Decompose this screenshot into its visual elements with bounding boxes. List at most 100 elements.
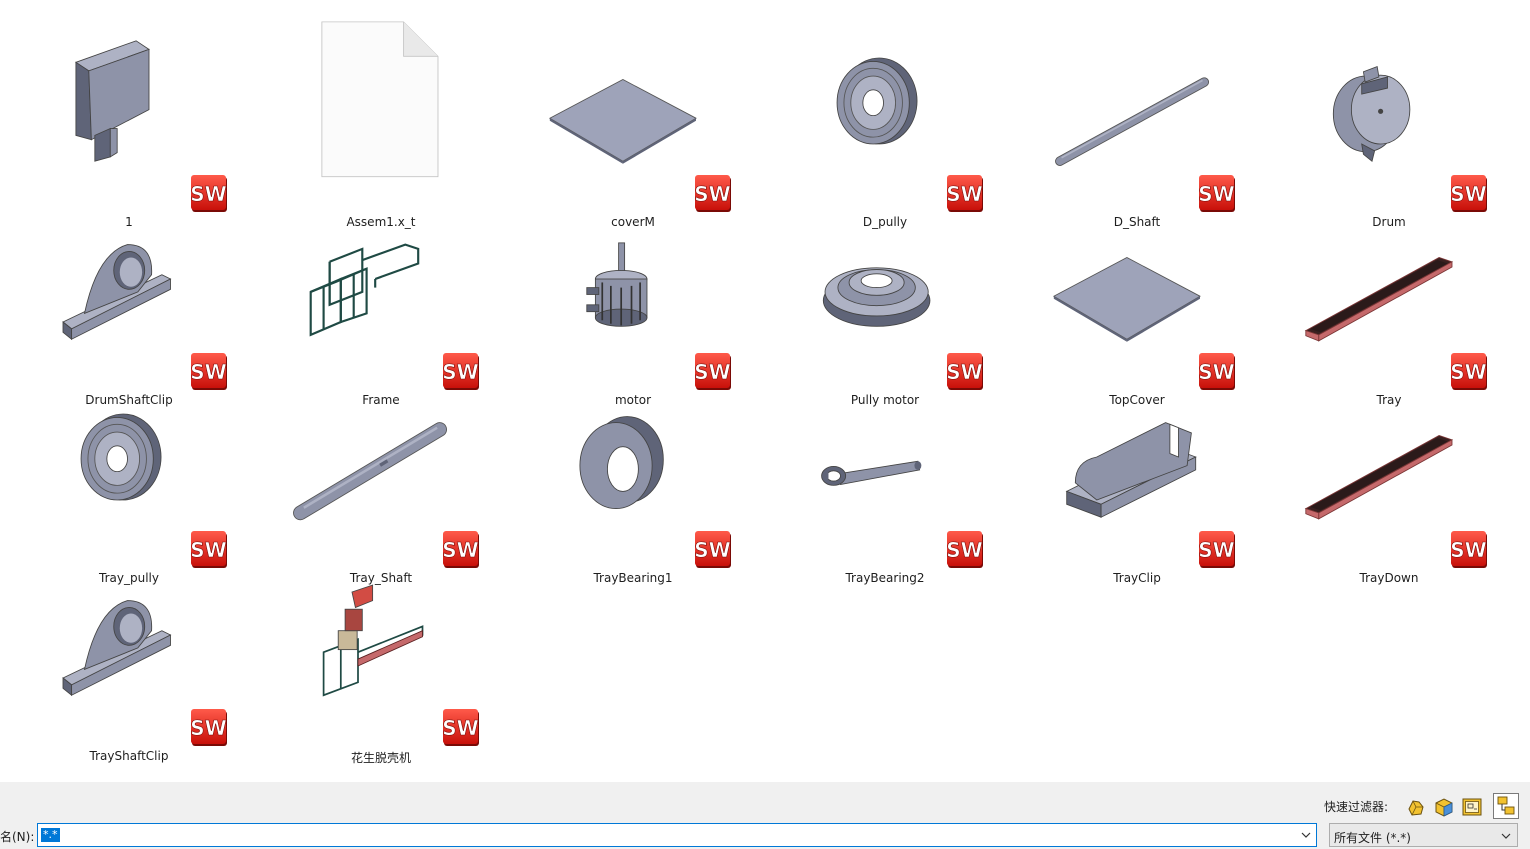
file-thumbnail[interactable] <box>1300 371 1475 543</box>
solidworks-badge: SW <box>947 353 985 391</box>
solidworks-sw-icon: SW <box>191 175 227 212</box>
svg-text:SW: SW <box>191 538 227 562</box>
file-tile[interactable]: SW TrayDown <box>1260 366 1512 585</box>
file-thumbnail[interactable] <box>1048 371 1223 543</box>
file-tile[interactable]: SW Tray_pully <box>0 366 252 585</box>
file-name-label[interactable]: coverM <box>611 215 655 229</box>
bearing-ring-icon <box>579 416 664 510</box>
file-name-label[interactable]: Pully motor <box>850 393 920 407</box>
file-tile[interactable]: SW TrayBearing2 <box>756 366 1008 585</box>
file-thumbnail[interactable] <box>40 549 215 721</box>
file-thumbnail[interactable] <box>292 193 467 365</box>
file-name-label[interactable]: TrayClip <box>1113 571 1161 585</box>
file-thumbnail[interactable] <box>292 15 467 187</box>
file-name-label[interactable]: motor <box>614 393 651 407</box>
file-thumbnail[interactable] <box>1300 193 1475 365</box>
chevron-down-icon[interactable] <box>1500 829 1512 843</box>
solidworks-badge: SW <box>695 353 733 391</box>
file-name-label[interactable]: TrayDown <box>1359 571 1419 585</box>
frame-icon <box>309 243 420 337</box>
solidworks-sw-icon: SW <box>947 353 983 390</box>
file-name-label[interactable]: TrayBearing2 <box>845 571 925 585</box>
file-name-label[interactable]: DrumShaftClip <box>85 393 173 407</box>
file-tile[interactable]: SW D_Shaft <box>1008 10 1260 229</box>
file-tile[interactable]: SW TopCover <box>1008 188 1260 407</box>
file-tile[interactable]: SW TrayBearing1 <box>504 366 756 585</box>
file-name-label[interactable]: Assem1.x_t <box>346 215 416 229</box>
file-tile[interactable]: SW Tray <box>1260 188 1512 407</box>
pulley-wheel-icon <box>80 413 162 501</box>
file-name-label[interactable]: TrayBearing1 <box>593 571 673 585</box>
svg-text:SW: SW <box>191 360 227 384</box>
file-name-label[interactable]: Tray_Shaft <box>349 571 413 585</box>
solidworks-sw-icon: SW <box>1451 175 1487 212</box>
file-tile[interactable]: SW 1 <box>0 10 252 229</box>
filter-assembly-button[interactable] <box>1431 794 1457 820</box>
file-name-label[interactable]: Tray <box>1376 393 1402 407</box>
file-name-label[interactable]: Tray_pully <box>99 571 159 585</box>
file-name-label[interactable]: D_pully <box>862 215 908 229</box>
filter-part-button[interactable] <box>1403 794 1429 820</box>
svg-text:SW: SW <box>1199 360 1235 384</box>
file-thumbnail[interactable] <box>40 15 215 187</box>
filename-combobox[interactable]: *.* <box>37 823 1317 847</box>
svg-text:SW: SW <box>443 538 479 562</box>
file-tile[interactable]: SW Tray_Shaft <box>252 366 504 585</box>
shaft-keyed-icon <box>293 422 448 521</box>
file-thumbnail[interactable] <box>292 371 467 543</box>
solidworks-badge: SW <box>191 709 229 747</box>
filetype-select[interactable]: 所有文件 (*.*) <box>1329 823 1518 847</box>
file-thumbnail[interactable] <box>796 15 971 187</box>
svg-text:SW: SW <box>1451 360 1487 384</box>
file-thumbnail[interactable] <box>1048 15 1223 187</box>
file-name-label[interactable]: Drum <box>1372 215 1406 229</box>
file-thumbnail[interactable] <box>1300 15 1475 187</box>
solidworks-badge: SW <box>695 531 733 569</box>
file-thumbnail[interactable] <box>544 15 719 187</box>
file-tile[interactable]: SW Pully motor <box>756 188 1008 407</box>
file-name-label[interactable]: TopCover <box>1109 393 1165 407</box>
file-thumbnail[interactable] <box>544 193 719 365</box>
filter-toplevel-assembly-button[interactable] <box>1493 793 1519 819</box>
file-tile[interactable]: SW DrumShaftClip <box>0 188 252 407</box>
filter-toplevel-assembly-icon <box>1497 796 1515 815</box>
svg-text:SW: SW <box>695 360 731 384</box>
file-thumbnail[interactable] <box>796 371 971 543</box>
file-name-label[interactable]: D_Shaft <box>1113 215 1161 229</box>
svg-text:SW: SW <box>191 182 227 206</box>
file-name-label[interactable]: 1 <box>125 215 133 229</box>
file-name-label[interactable]: TrayShaftClip <box>89 749 169 763</box>
file-tile[interactable]: SW 花生脱壳机 <box>252 544 504 765</box>
filter-drawing-button[interactable] <box>1459 794 1485 820</box>
tray-icon <box>1304 435 1454 520</box>
file-tile[interactable]: SW TrayShaftClip <box>0 544 252 763</box>
file-thumbnail[interactable] <box>40 193 215 365</box>
file-tile[interactable]: SW Drum <box>1260 10 1512 229</box>
file-thumbnail[interactable] <box>292 549 467 721</box>
file-tile[interactable]: SW motor <box>504 188 756 407</box>
file-thumbnail[interactable] <box>796 193 971 365</box>
file-name-label[interactable]: Frame <box>362 393 400 407</box>
filename-input-value[interactable]: *.* <box>41 828 60 842</box>
file-thumbnail[interactable] <box>544 371 719 543</box>
solidworks-sw-icon: SW <box>1199 531 1235 568</box>
file-tile[interactable]: SW Frame <box>252 188 504 407</box>
shaft-icon <box>1055 77 1210 166</box>
file-tile[interactable]: SW D_pully <box>756 10 1008 229</box>
solidworks-sw-icon: SW <box>443 709 479 746</box>
file-tile[interactable]: Assem1.x_t <box>252 10 504 229</box>
filetype-selected-value: 所有文件 (*.*) <box>1334 831 1411 845</box>
solidworks-badge: SW <box>1451 531 1489 569</box>
svg-text:SW: SW <box>695 538 731 562</box>
file-thumbnail[interactable] <box>40 371 215 543</box>
chevron-down-icon[interactable] <box>1300 828 1312 842</box>
file-grid: SW 1 Assem1.x_t SW coverM <box>0 10 1512 765</box>
pillow-block-icon <box>62 600 172 697</box>
svg-text:SW: SW <box>1451 538 1487 562</box>
file-thumbnail[interactable] <box>1048 193 1223 365</box>
file-tile[interactable]: SW coverM <box>504 10 756 229</box>
filter-part-icon <box>1408 800 1424 816</box>
solidworks-badge: SW <box>1199 353 1237 391</box>
file-name-label[interactable]: 花生脱壳机 <box>350 751 411 765</box>
file-tile[interactable]: SW TrayClip <box>1008 366 1260 585</box>
